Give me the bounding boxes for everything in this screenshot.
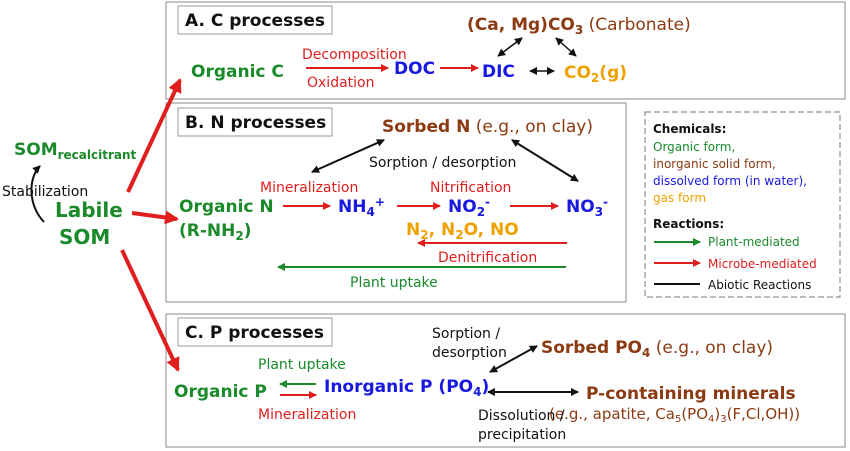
organic-n-formula: (R-NH2) bbox=[179, 221, 252, 243]
no2: NO2- bbox=[448, 195, 490, 219]
n-gases: N2, N2O, NO bbox=[406, 220, 519, 242]
som-to-p-arrow bbox=[120, 249, 180, 372]
carbonate-dic-arrow bbox=[497, 37, 523, 57]
sorption-label-p-2: desorption bbox=[432, 345, 507, 361]
legend-gas: gas form bbox=[653, 191, 706, 205]
legend-dissolved: dissolved form (in water), bbox=[653, 174, 807, 188]
som-recalcitrant: SOMrecalcitrant bbox=[14, 140, 137, 162]
legend-plant-mediated: Plant-mediated bbox=[708, 235, 800, 249]
labile-som-line2: SOM bbox=[59, 225, 110, 249]
sorbed-n-to-organic-n-arrow bbox=[311, 139, 385, 173]
sorbed-po4: Sorbed PO4 (e.g., on clay) bbox=[541, 338, 773, 360]
legend-microbe-mediated: Microbe-mediated bbox=[708, 257, 817, 271]
stabilization-label: Stabilization bbox=[2, 184, 88, 200]
som-to-c-arrow bbox=[126, 78, 182, 193]
inorganic-p-to-sorbed-arrow bbox=[489, 345, 538, 373]
denitrification-label: Denitrification bbox=[438, 250, 537, 266]
p-minerals: P-containing minerals bbox=[586, 384, 796, 404]
plant-uptake-label-p: Plant uptake bbox=[258, 357, 346, 373]
legend-box bbox=[644, 111, 841, 298]
doc: DOC bbox=[394, 59, 435, 79]
mineralization-label-p: Mineralization bbox=[258, 407, 356, 423]
som-to-n-arrow bbox=[131, 210, 179, 225]
sorption-desorption-label: Sorption / desorption bbox=[369, 155, 516, 171]
plant-uptake-label-n: Plant uptake bbox=[350, 275, 438, 291]
decomposition-label: Decomposition bbox=[302, 47, 407, 63]
co2: CO2(g) bbox=[564, 63, 627, 85]
organic-n: Organic N bbox=[179, 197, 274, 217]
legend-reactions-title: Reactions: bbox=[653, 217, 724, 231]
legend-organic-form: Organic form, bbox=[653, 140, 735, 154]
dissolution-label-1: Dissolution / bbox=[478, 408, 565, 424]
inorganic-p: Inorganic P (PO4) bbox=[324, 377, 489, 399]
panel-c-header-box bbox=[177, 5, 333, 35]
nh4: NH4+ bbox=[338, 195, 385, 219]
carbonate: (Ca, Mg)CO3 (Carbonate) bbox=[467, 15, 691, 37]
organic-c: Organic C bbox=[191, 62, 284, 82]
dissolution-label-2: precipitation bbox=[478, 427, 566, 443]
sorption-label-p-1: Sorption / bbox=[432, 326, 500, 342]
sorbed-n: Sorbed N (e.g., on clay) bbox=[382, 117, 593, 137]
legend-abiotic: Abiotic Reactions bbox=[708, 278, 811, 292]
panel-c-header: A. C processes bbox=[185, 11, 325, 31]
stabilization-arrow bbox=[30, 165, 45, 223]
panel-p-header-box bbox=[177, 317, 333, 347]
organic-p: Organic P bbox=[174, 382, 267, 402]
panel-p-header: C. P processes bbox=[185, 323, 324, 343]
nitrification-label: Nitrification bbox=[430, 180, 511, 196]
sorbed-n-to-no3-arrow bbox=[511, 139, 579, 182]
mineralization-label-n: Mineralization bbox=[260, 180, 358, 196]
carbonate-co2-arrow bbox=[555, 37, 577, 57]
no3: NO3- bbox=[566, 195, 608, 219]
panel-n-header-box bbox=[177, 107, 333, 137]
oxidation-label: Oxidation bbox=[307, 75, 374, 91]
legend-inorganic-solid: inorganic solid form, bbox=[653, 157, 776, 171]
labile-som-line1: Labile bbox=[55, 198, 123, 222]
apatite-example: (e.g., apatite, Ca5(PO4)3(F,Cl,OH)) bbox=[549, 405, 800, 425]
legend-chemicals-title: Chemicals: bbox=[653, 122, 726, 136]
panel-n-header: B. N processes bbox=[185, 113, 326, 133]
dic: DIC bbox=[482, 62, 515, 82]
